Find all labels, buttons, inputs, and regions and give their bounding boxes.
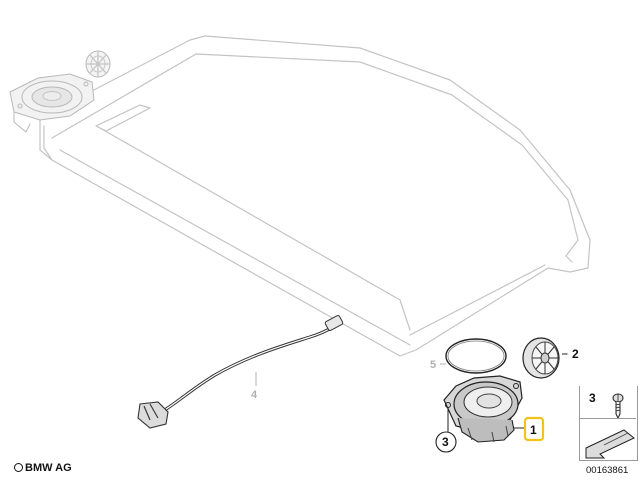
- callout-1-highlight: [523, 416, 545, 442]
- callout-2: 2: [572, 347, 579, 361]
- parcel-shelf: [39, 35, 591, 357]
- speaker-cable: [137, 315, 344, 429]
- screw-icon: [612, 393, 624, 420]
- seal-ring: [445, 338, 507, 374]
- copyright-icon: [14, 463, 23, 472]
- legend-separator: [579, 418, 636, 419]
- grille-cap-left: [85, 50, 111, 78]
- legend-screw-label: 3: [589, 391, 596, 405]
- callout-5: 5: [430, 359, 436, 371]
- callout-2-bg: [567, 345, 585, 363]
- brand-text: BMW AG: [25, 462, 72, 474]
- grille-cap: [522, 337, 560, 379]
- document-number: 00163861: [586, 465, 629, 476]
- speaker: [443, 375, 523, 443]
- direction-arrow-icon: [585, 429, 635, 459]
- callout-4: 4: [251, 389, 258, 401]
- rear-speaker-left: [9, 73, 95, 133]
- legend-box: [579, 386, 638, 461]
- callout-3: 3: [442, 435, 449, 449]
- brand-label: BMW AG: [14, 462, 72, 474]
- callout-1: 1: [530, 423, 537, 437]
- callout-3-circle: [435, 431, 457, 453]
